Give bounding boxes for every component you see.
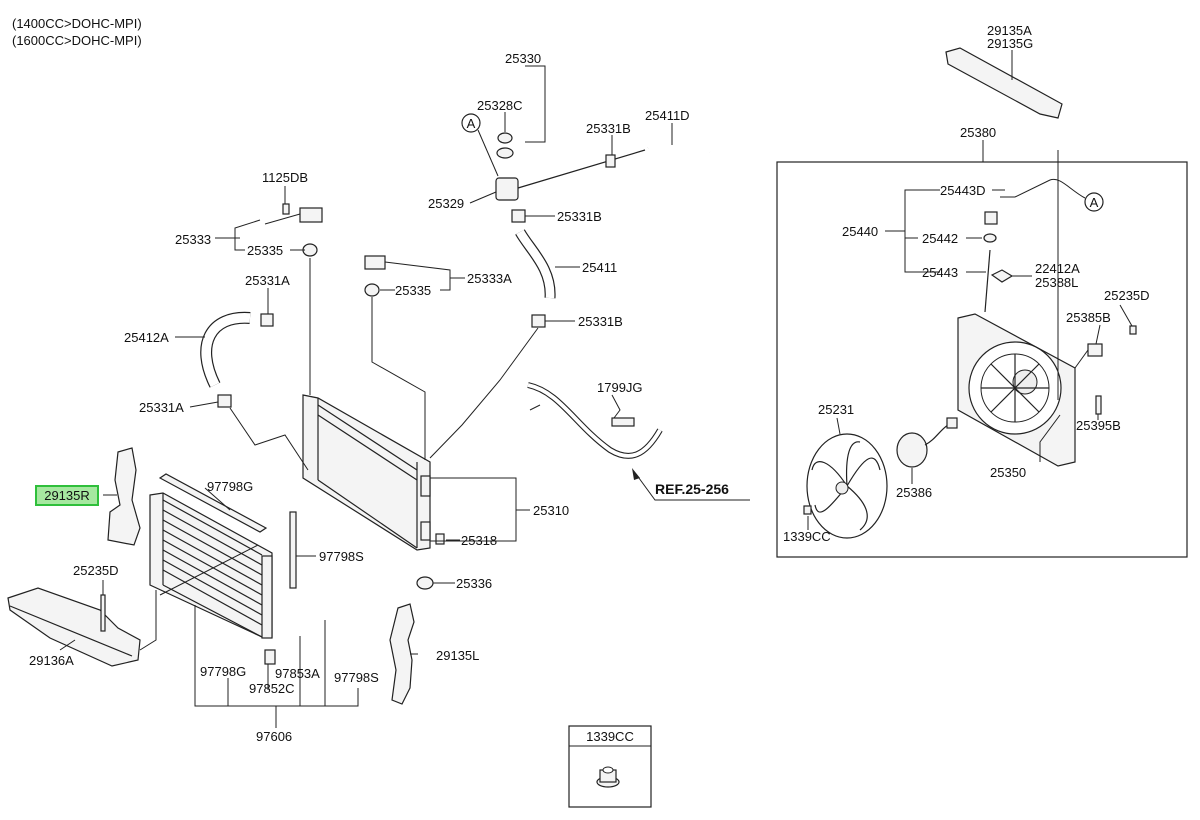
bushing-25335-left[interactable]: [302, 243, 318, 257]
part-97852c[interactable]: [264, 649, 276, 665]
label-25385b[interactable]: 25385B: [1066, 310, 1111, 325]
label-25388l[interactable]: 25388L: [1035, 275, 1078, 290]
clamp-25331b-mid[interactable]: [511, 209, 526, 223]
inset-1339cc[interactable]: 1339CC: [568, 725, 652, 808]
resistor-25385b[interactable]: [1087, 343, 1103, 357]
label-25386[interactable]: 25386: [896, 485, 932, 500]
leader-lines-right: [807, 150, 1133, 530]
reference-label: REF.25-256: [655, 481, 729, 497]
upper-cover-29135a[interactable]: [945, 47, 1063, 119]
label-25411[interactable]: 25411: [582, 260, 617, 275]
label-25442[interactable]: 25442: [922, 231, 958, 246]
bushing-25336[interactable]: [416, 576, 434, 590]
label-25328c[interactable]: 25328C: [477, 98, 523, 113]
label-25336[interactable]: 25336: [456, 576, 492, 591]
label-25318[interactable]: 25318: [461, 533, 497, 548]
label-29135g[interactable]: 29135G: [987, 36, 1033, 51]
filler-neck-25329[interactable]: [495, 132, 646, 201]
clamp-25331b-top[interactable]: [605, 154, 616, 168]
label-25329[interactable]: 25329: [428, 196, 464, 211]
label-25443d[interactable]: 25443D: [940, 183, 986, 198]
inset-title: 1339CC: [586, 729, 634, 744]
clamp-25331a-top[interactable]: [260, 313, 274, 327]
engine-note-1400cc: (1400CC>DOHC-MPI): [12, 16, 142, 31]
label-25335-left[interactable]: 25335: [247, 243, 283, 258]
label-25310[interactable]: 25310: [533, 503, 569, 518]
hose-25411[interactable]: [515, 229, 556, 299]
bracket-25333[interactable]: [299, 207, 323, 223]
bolt-1125db[interactable]: [282, 203, 290, 215]
label-25331a-low[interactable]: 25331A: [139, 400, 184, 415]
label-22412a[interactable]: 22412A: [1035, 261, 1080, 276]
label-25331a-top[interactable]: 25331A: [245, 273, 290, 288]
bracket-25333a[interactable]: [364, 255, 386, 270]
bolt-25235d-left[interactable]: [100, 594, 106, 632]
label-25331b-mid[interactable]: 25331B: [557, 209, 602, 224]
air-guard-29135l[interactable]: [389, 603, 415, 705]
label-25350[interactable]: 25350: [990, 465, 1026, 480]
lower-cover-29136a[interactable]: [7, 587, 141, 667]
fan-shroud-25350[interactable]: [957, 313, 1076, 467]
radiator-25310[interactable]: [302, 394, 431, 551]
highlighted-part-label-29135r[interactable]: 29135R: [35, 485, 99, 506]
label-25335-mid[interactable]: 25335: [395, 283, 431, 298]
fan-25231[interactable]: [806, 433, 888, 539]
svg-text:A: A: [1090, 195, 1099, 210]
label-97853a[interactable]: 97853A: [275, 666, 320, 681]
reference-arrow[interactable]: REF.25-256: [632, 468, 750, 501]
seal-97798s[interactable]: [289, 511, 297, 589]
label-25330[interactable]: 25330: [505, 51, 541, 66]
label-29135a[interactable]: 29135A: [987, 23, 1032, 38]
label-97798s-low[interactable]: 97798S: [334, 670, 379, 685]
pipe-1799jg[interactable]: [527, 382, 663, 459]
condenser-97606[interactable]: [149, 492, 273, 639]
clamp-25331b-low[interactable]: [531, 314, 546, 328]
callout-marker-a-left: A: [461, 113, 499, 177]
leader-lines-center: [59, 65, 673, 728]
bolt-25235d-right[interactable]: [1129, 325, 1137, 335]
label-25380[interactable]: 25380: [960, 125, 996, 140]
plug-25318[interactable]: [435, 533, 445, 545]
label-25333[interactable]: 25333: [175, 232, 211, 247]
bolt-25395b[interactable]: [1095, 395, 1102, 415]
label-97798g-top[interactable]: 97798G: [207, 479, 253, 494]
seal-97798g[interactable]: [158, 473, 268, 533]
label-25412a[interactable]: 25412A: [124, 330, 169, 345]
label-1125db[interactable]: 1125DB: [262, 170, 308, 185]
label-25395b[interactable]: 25395B: [1076, 418, 1121, 433]
label-97798s-top[interactable]: 97798S: [319, 549, 364, 564]
label-25443[interactable]: 25443: [922, 265, 958, 280]
label-97852c[interactable]: 97852C: [249, 681, 295, 696]
air-guard-29135r[interactable]: [107, 447, 141, 546]
nut-1339cc-fan[interactable]: [803, 505, 812, 515]
label-25331b-top[interactable]: 25331B: [586, 121, 631, 136]
label-25231[interactable]: 25231: [818, 402, 854, 417]
label-97606[interactable]: 97606: [256, 729, 292, 744]
label-1339cc-fan[interactable]: 1339CC: [783, 529, 831, 544]
hose-25411d[interactable]: [646, 141, 711, 156]
label-1799jg[interactable]: 1799JG: [597, 380, 643, 395]
fan-assembly-frame: [776, 161, 1188, 558]
engine-note-1600cc: (1600CC>DOHC-MPI): [12, 33, 142, 48]
svg-text:A: A: [467, 116, 476, 131]
label-25333a[interactable]: 25333A: [467, 271, 512, 286]
bushing-25335-mid[interactable]: [364, 283, 380, 297]
label-29136a[interactable]: 29136A: [29, 653, 74, 668]
label-25331b-low[interactable]: 25331B: [578, 314, 623, 329]
clamp-25331a-low[interactable]: [217, 394, 232, 408]
callout-marker-a-right: A: [1000, 178, 1104, 212]
motor-25386[interactable]: [896, 417, 958, 468]
label-25235d-left[interactable]: 25235D: [73, 563, 119, 578]
hose-25412a[interactable]: [200, 311, 251, 388]
label-25411d[interactable]: 25411D: [645, 108, 690, 123]
label-97798g-low[interactable]: 97798G: [200, 664, 246, 679]
wiring-25443d[interactable]: [983, 211, 1014, 313]
label-29135l[interactable]: 29135L: [436, 648, 479, 663]
label-25440[interactable]: 25440: [842, 224, 878, 239]
label-25235d-right[interactable]: 25235D: [1104, 288, 1150, 303]
